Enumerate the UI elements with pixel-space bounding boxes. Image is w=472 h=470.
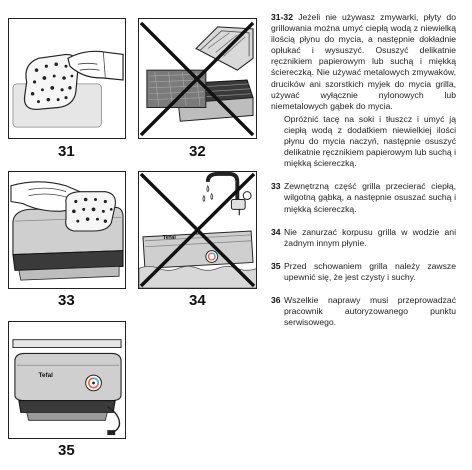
step-text: Zewnętrzną część grilla przecierać ciepł… (284, 181, 456, 214)
instruction-35: 35 Przed schowaniem grilla należy zawsze… (271, 261, 456, 283)
figure-31 (8, 18, 126, 139)
no-scouring-pad-icon (139, 21, 255, 137)
figure-34: Tefal (138, 171, 257, 289)
step-number: 31-32 (271, 12, 293, 22)
step-number: 34 (271, 226, 281, 237)
instruction-31-32: 31-32 Jeżeli nie używasz zmywarki, płyty… (271, 12, 456, 169)
step-number: 35 (271, 260, 281, 271)
figure-number-33: 33 (58, 292, 75, 309)
step-text: Przed schowaniem grilla należy zawsze up… (284, 260, 456, 282)
figure-35: Tefal (8, 321, 126, 439)
step-number: 36 (271, 294, 281, 305)
sponge-icon (12, 50, 124, 128)
step-text: Nie zanurzać korpusu grilla w wodzie ani… (284, 226, 456, 248)
instruction-paragraph: 31-32 Jeżeli nie używasz zmywarki, płyty… (271, 12, 456, 112)
step-number: 33 (271, 181, 281, 192)
figure-32 (138, 18, 257, 139)
figure-number-35: 35 (58, 442, 75, 459)
figure-33 (8, 171, 126, 289)
step-text: Wszelkie naprawy musi przeprowadzać prac… (284, 294, 456, 328)
figure-number-31: 31 (58, 143, 75, 160)
brand-label: Tefal (38, 372, 53, 379)
figure-number-34: 34 (189, 292, 206, 309)
wipe-housing-icon (10, 181, 124, 281)
instruction-34: 34 Nie zanurzać korpusu grilla w wodzie … (271, 227, 456, 249)
instruction-paragraph: Opróżnić tacę na soki i tłuszcz i umyć j… (284, 113, 456, 169)
instruction-36: 36 Wszelkie naprawy musi przeprowadzać p… (271, 295, 456, 328)
no-immersion-icon: Tefal (139, 172, 256, 288)
instructions-column: 31-32 Jeżeli nie używasz zmywarki, płyty… (271, 12, 456, 340)
brand-label: Tefal (163, 235, 177, 241)
figure-number-32: 32 (189, 143, 206, 160)
instruction-33: 33 Zewnętrzną część grilla przecierać ci… (271, 181, 456, 214)
store-grill-icon: Tefal (12, 339, 122, 436)
step-text: Jeżeli nie używasz zmywarki, płyty do gr… (271, 12, 456, 111)
